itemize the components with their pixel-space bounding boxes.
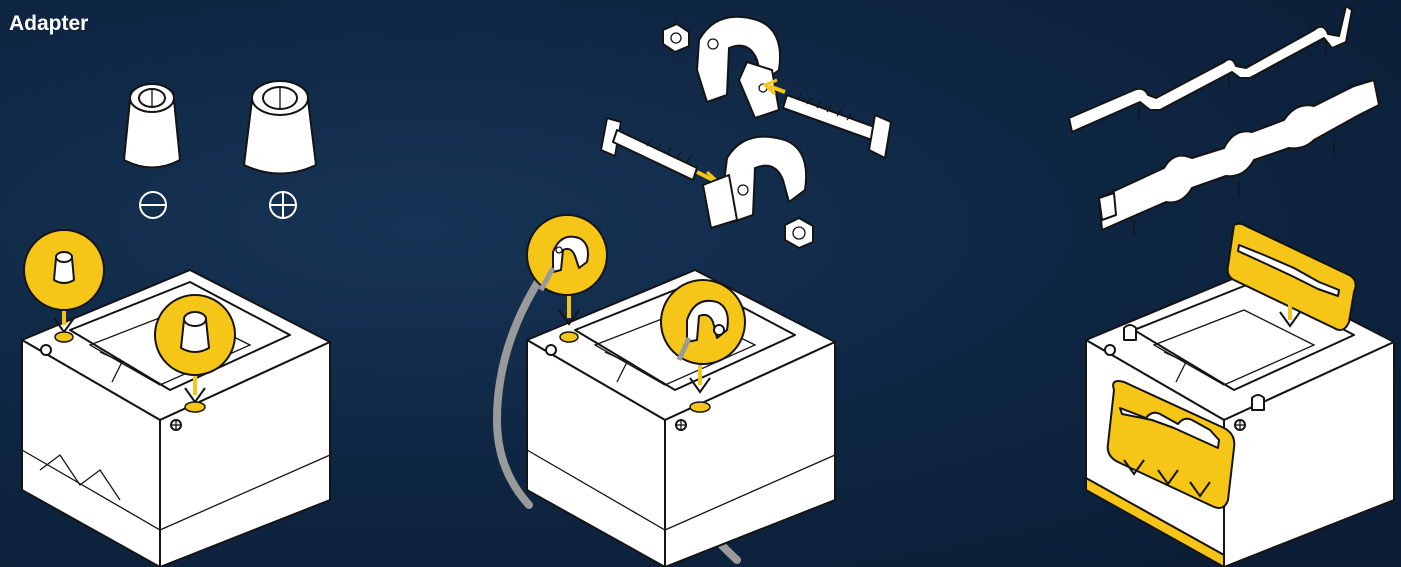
clamp-panel bbox=[467, 0, 934, 567]
positive-adapter-icon bbox=[244, 81, 316, 174]
adapter-illustration bbox=[0, 0, 467, 567]
nut-icon bbox=[663, 24, 689, 52]
negative-adapter-icon bbox=[124, 84, 180, 168]
clamp-illustration bbox=[467, 0, 934, 567]
bracket-panel bbox=[934, 0, 1401, 567]
bracket-illustration bbox=[934, 0, 1401, 567]
positive-symbol-icon bbox=[270, 192, 296, 218]
bolt-icon bbox=[783, 94, 891, 158]
adapter-panel: Adapter bbox=[0, 0, 467, 567]
terminal-clamp-icon bbox=[697, 17, 780, 118]
negative-clamp-callout bbox=[527, 215, 607, 324]
negative-symbol-icon bbox=[140, 192, 166, 218]
terminal-clamp-icon bbox=[703, 137, 806, 228]
bolt-icon bbox=[601, 118, 697, 180]
nut-icon bbox=[785, 218, 813, 248]
